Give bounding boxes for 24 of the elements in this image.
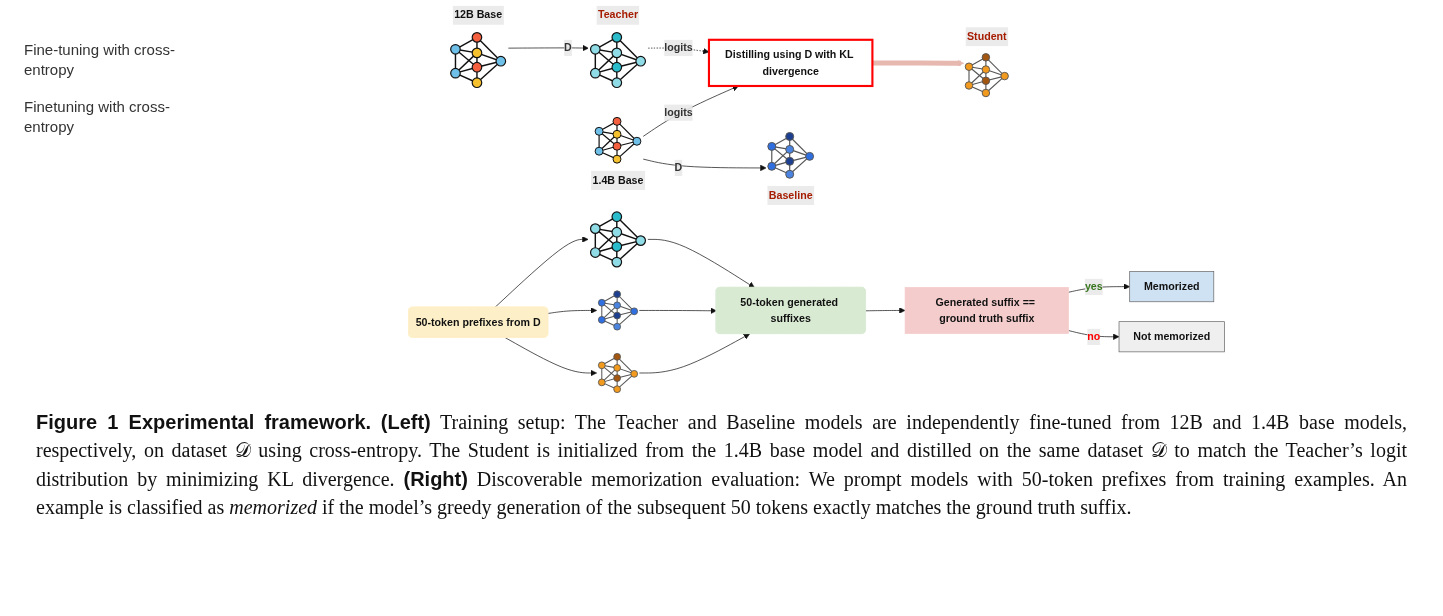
note-text: Fine-tuning with cross-entropy — [24, 40, 176, 79]
edge-label: yes — [1084, 280, 1103, 293]
network-drawing — [589, 211, 647, 268]
network-drawing: Baseline — [767, 132, 815, 205]
network-drawing: 1.4B Base — [591, 116, 645, 190]
edge-label: no — [1087, 330, 1101, 343]
arrow — [872, 60, 964, 67]
network-drawing — [597, 352, 639, 394]
edge-label: D — [674, 161, 683, 174]
process-box: 50-token generated suffixes — [715, 287, 866, 334]
figure-caption: Figure 1 Experimental framework. (Left) Training setup: The Teacher and Baseline models are independently fine-tuned from 12B and 1.4B base models, respectively, on dataset 𝒟 using cross-entropy. The Student is initialized from the 1.4B base model and distilled on the same dataset 𝒟 to match the Teacher’s logit distribution by minimizing KL divergence. (Right) Discoverable memorization evaluation: We prompt models with 50-token prefixes from training examples. An example is classified as memorized if the model’s greedy generation of the subsequent 50 tokens exactly matches the ground truth suffix. — [36, 410, 1407, 521]
network-drawing: Student — [964, 27, 1009, 98]
note-text: Finetuning with cross-entropy — [24, 97, 171, 136]
network-drawing: 12B Base — [450, 5, 507, 89]
network-drawing: Teacher — [589, 5, 647, 89]
edge-label: logits — [664, 41, 693, 54]
process-box: 50-token prefixes from D — [408, 306, 549, 338]
process-box: Generated suffix == ground truth suffix — [904, 287, 1069, 334]
edge-label: logits — [664, 105, 693, 118]
process-box: Not memorized — [1118, 321, 1225, 353]
process-box: Memorized — [1129, 271, 1215, 303]
network-drawing — [597, 290, 639, 331]
process-box: Distilling using D with KL divergence — [707, 38, 874, 88]
edge-label: D — [564, 41, 572, 54]
